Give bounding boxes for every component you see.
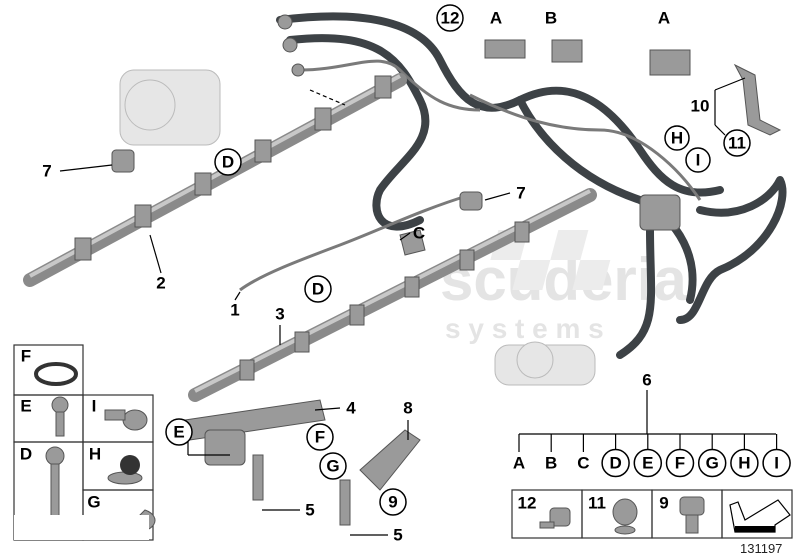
svg-text:A: A bbox=[513, 454, 525, 473]
legend-i[interactable]: I bbox=[92, 397, 97, 416]
kit-item-g[interactable]: G bbox=[697, 434, 727, 478]
svg-text:G: G bbox=[706, 454, 719, 473]
legend-9[interactable]: 9 bbox=[659, 494, 668, 513]
svg-text:E: E bbox=[642, 454, 653, 473]
callout-e[interactable]: E bbox=[165, 418, 193, 446]
callout-11[interactable]: 11 bbox=[723, 129, 751, 157]
fuel-rail-lower bbox=[188, 188, 597, 402]
callout-h[interactable]: H bbox=[664, 125, 690, 151]
watermark-sub: s y s t e m s bbox=[445, 313, 604, 344]
callout-12[interactable]: 12 bbox=[436, 4, 464, 32]
kit-item-a[interactable]: A bbox=[513, 434, 525, 473]
svg-text:12: 12 bbox=[441, 9, 460, 28]
leader-lines bbox=[59, 77, 746, 536]
legend-e[interactable]: E bbox=[20, 397, 31, 416]
callout-2[interactable]: 2 bbox=[156, 274, 165, 293]
callout-3[interactable]: 3 bbox=[275, 305, 284, 324]
clip-12-icon bbox=[539, 507, 571, 529]
callout-1[interactable]: 1 bbox=[230, 301, 239, 320]
clip-h-icon bbox=[107, 455, 143, 485]
brackets bbox=[184, 39, 782, 491]
svg-text:C: C bbox=[577, 454, 589, 473]
svg-text:11: 11 bbox=[728, 134, 746, 153]
clamp-i-icon bbox=[104, 409, 148, 431]
callout-i[interactable]: I bbox=[685, 147, 711, 173]
pressure-sensors bbox=[111, 149, 681, 231]
legend-bottom: 12 11 9 131197 bbox=[511, 489, 793, 556]
svg-text:9: 9 bbox=[388, 493, 397, 512]
svg-text:H: H bbox=[671, 129, 683, 148]
legend-g[interactable]: G bbox=[87, 493, 100, 512]
legend-d[interactable]: D bbox=[20, 445, 32, 464]
callout-d[interactable]: D bbox=[214, 148, 242, 176]
callout-d-2[interactable]: D bbox=[304, 275, 332, 303]
kit-item-h[interactable]: H bbox=[730, 434, 759, 478]
callout-a-2[interactable]: A bbox=[658, 9, 670, 28]
callout-9[interactable]: 9 bbox=[379, 488, 407, 516]
kit-number[interactable]: 6 bbox=[642, 371, 651, 390]
callout-4[interactable]: 4 bbox=[346, 399, 356, 418]
screw-short-icon bbox=[51, 396, 69, 437]
callout-5-2[interactable]: 5 bbox=[393, 526, 402, 545]
svg-text:D: D bbox=[312, 280, 324, 299]
callout-10[interactable]: 10 bbox=[691, 97, 710, 116]
legend-f[interactable]: F bbox=[21, 347, 31, 366]
kit-item-b[interactable]: B bbox=[545, 434, 557, 473]
callout-b[interactable]: B bbox=[545, 9, 557, 28]
callout-g[interactable]: G bbox=[319, 452, 347, 480]
legend-12[interactable]: 12 bbox=[518, 494, 537, 513]
svg-text:G: G bbox=[326, 457, 339, 476]
checkered-flag-watermark bbox=[490, 230, 611, 290]
kit-item-f[interactable]: F bbox=[665, 434, 695, 478]
svg-text:D: D bbox=[222, 153, 234, 172]
svg-text:F: F bbox=[315, 428, 325, 447]
plug-bolt-9-icon bbox=[679, 496, 705, 534]
callout-f[interactable]: F bbox=[306, 423, 334, 451]
high-pressure-pump-bottom bbox=[494, 341, 596, 386]
callout-7[interactable]: 7 bbox=[42, 162, 51, 181]
svg-text:H: H bbox=[738, 454, 750, 473]
arrow-symbol-icon bbox=[729, 499, 791, 533]
legend-left: F E I D H G bbox=[13, 344, 156, 541]
svg-text:B: B bbox=[545, 454, 557, 473]
watermark-mask bbox=[14, 515, 149, 540]
injectors bbox=[204, 429, 351, 526]
kit-item-c[interactable]: C bbox=[577, 434, 590, 473]
kit-item-d[interactable]: D bbox=[601, 434, 630, 478]
svg-text:E: E bbox=[173, 423, 184, 442]
svg-text:D: D bbox=[609, 454, 621, 473]
svg-text:I: I bbox=[774, 454, 779, 473]
callout-7-2[interactable]: 7 bbox=[516, 184, 525, 203]
svg-text:I: I bbox=[696, 151, 701, 170]
o-ring-icon bbox=[34, 362, 78, 386]
grommet-11-icon bbox=[612, 498, 638, 535]
legend-11[interactable]: 11 bbox=[588, 494, 606, 513]
svg-text:F: F bbox=[675, 454, 685, 473]
kit-item-i[interactable]: I bbox=[762, 434, 791, 478]
kit-item-e[interactable]: E bbox=[633, 434, 663, 478]
high-pressure-pump-top bbox=[119, 69, 221, 146]
legend-h[interactable]: H bbox=[89, 445, 101, 464]
fuel-rail-upper bbox=[23, 73, 407, 287]
callout-8[interactable]: 8 bbox=[403, 399, 412, 418]
callout-c[interactable]: C bbox=[413, 224, 425, 243]
callout-a[interactable]: A bbox=[490, 9, 502, 28]
diagram-number: 131197 bbox=[740, 541, 782, 556]
callout-5[interactable]: 5 bbox=[305, 501, 314, 520]
screw-long-icon bbox=[45, 446, 65, 531]
